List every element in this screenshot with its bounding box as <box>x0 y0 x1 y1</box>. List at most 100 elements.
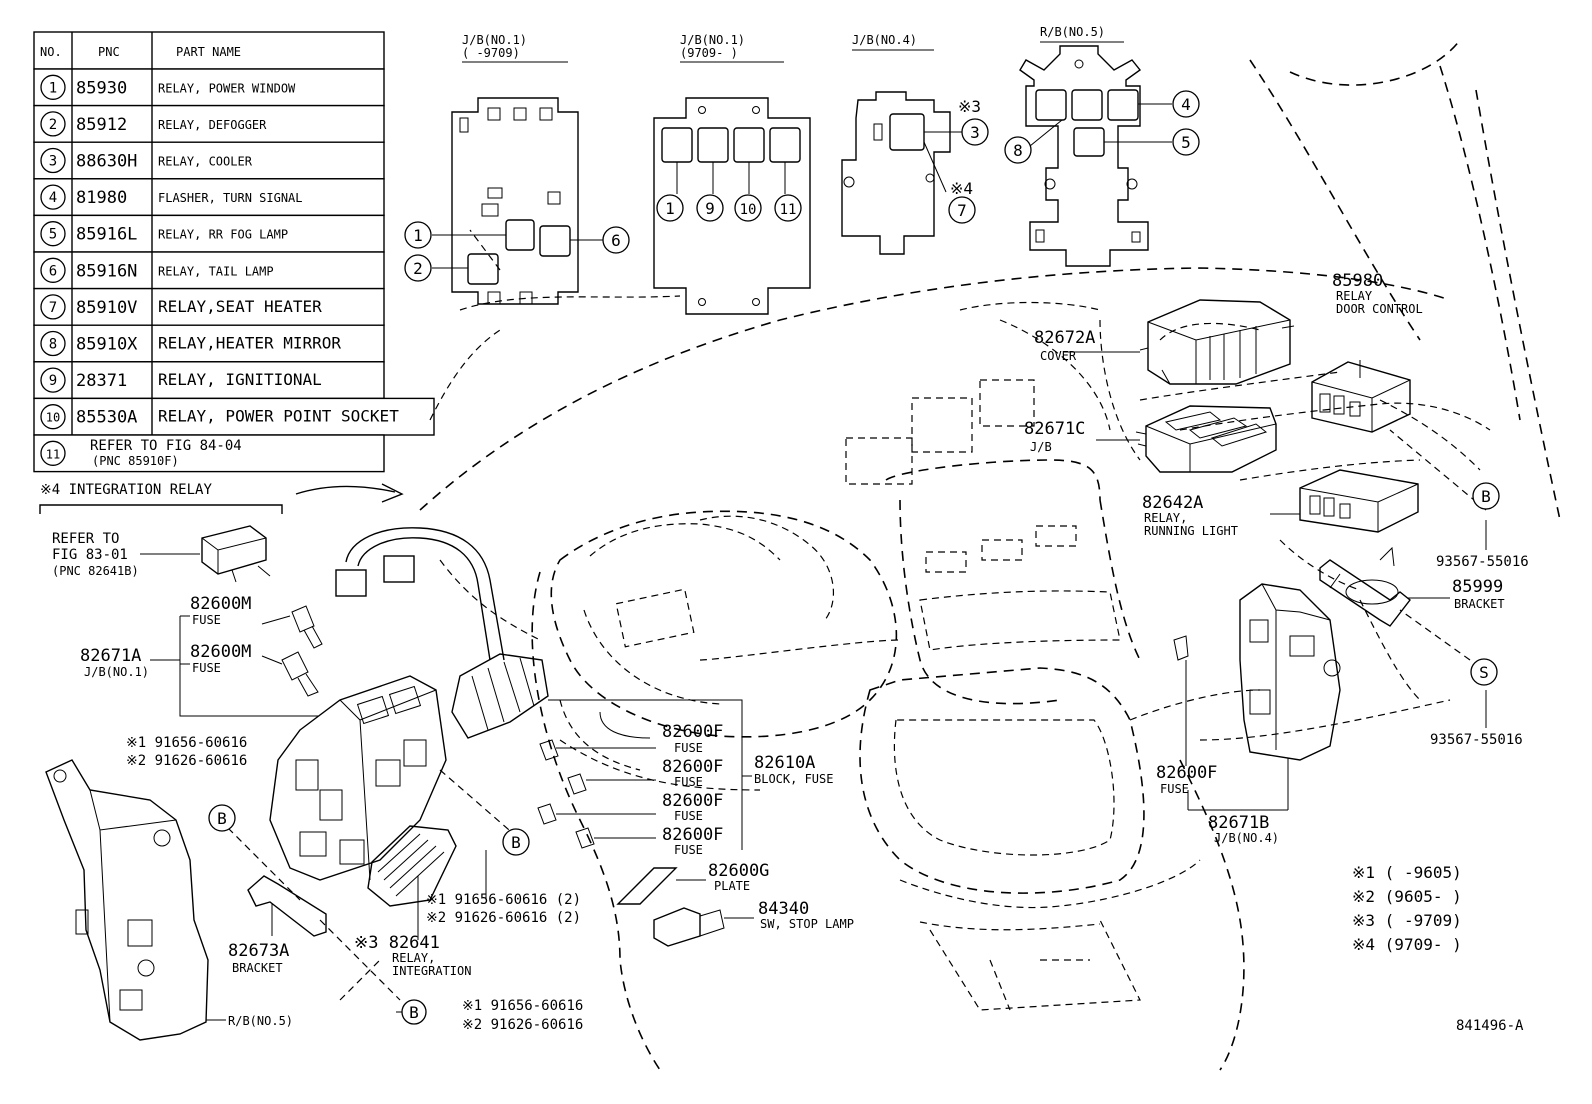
callout-number: 11 <box>780 202 797 218</box>
jb4-block: J/B(NO.4) ※3 ※4 <box>841 33 981 255</box>
label-82642a-name2: RUNNING LIGHT <box>1144 524 1238 538</box>
label-82641-name1: RELAY, <box>392 951 435 965</box>
table-row <box>33 397 435 436</box>
label-bolt-a-2: ※2 91626-60616 <box>126 753 247 769</box>
label-82672a-name: COVER <box>1040 349 1077 363</box>
label-bolt-b-2: ※2 91626-60616 (2) <box>426 910 581 926</box>
table-cell-part-name: RELAY,HEATER MIRROR <box>158 334 341 353</box>
table-cell-pnc: REFER TO FIG 84-04 <box>90 438 242 454</box>
table-row <box>33 287 385 326</box>
table-cell-part-name: RELAY,SEAT HEATER <box>158 297 322 316</box>
label-bolt-a-1: ※1 91656-60616 <box>126 735 247 751</box>
table-row <box>33 141 385 180</box>
table-cell-pnc: 81980 <box>76 188 127 208</box>
table-cell-part-name: FLASHER, TURN SIGNAL <box>158 191 303 205</box>
note-2: ※2 (9605- ) <box>1352 887 1462 906</box>
label-82610a-pnc: 82610A <box>754 753 815 773</box>
table-row <box>33 178 385 217</box>
label-82600m-1-name: FUSE <box>192 613 221 627</box>
callout-circle <box>1004 136 1032 164</box>
table-cell-part-name: RELAY, IGNITIONAL <box>158 370 322 389</box>
integration-relay-label: ※4 INTEGRATION RELAY <box>40 482 212 498</box>
label-82641-name2: INTEGRATION <box>392 964 471 978</box>
label-82600f-4-name: FUSE <box>674 843 703 857</box>
table-cell-pnc: 85930 <box>76 78 127 98</box>
table-cell-no: 6 <box>49 263 57 279</box>
table-cell-no: 10 <box>46 411 60 425</box>
callout-circle <box>404 221 432 249</box>
table-row <box>33 361 385 400</box>
label-82671b-pnc: 82671B <box>1208 813 1269 833</box>
label-82600f-1-pnc: 82600F <box>662 722 723 742</box>
callout-number: 4 <box>1181 95 1191 114</box>
label-rb5-lower: R/B(NO.5) <box>228 1014 293 1028</box>
leader-lines <box>150 351 1487 1021</box>
table-cell-pnc: 85530A <box>76 408 137 428</box>
label-82671a-pnc: 82671A <box>80 646 141 666</box>
bracket-82673a-drawing <box>247 875 327 937</box>
label-82673a-pnc: 82673A <box>228 941 289 961</box>
table-cell-no: 3 <box>49 154 57 170</box>
callout-circle <box>948 196 976 224</box>
label-82641-pnc: ※3 82641 <box>354 933 440 953</box>
label-82673a-name: BRACKET <box>232 961 283 975</box>
table-cell-no: 9 <box>49 373 57 389</box>
jb4-title: J/B(NO.4) <box>852 33 917 47</box>
label-82600g-pnc: 82600G <box>708 861 769 881</box>
table-cell-pnc: 88630H <box>76 152 137 172</box>
switch-84340-drawing <box>653 907 725 947</box>
label-82600m-2-name: FUSE <box>192 661 221 675</box>
table-row <box>33 251 385 290</box>
circle-b-right: B <box>1481 487 1491 506</box>
label-82672a-pnc: 82672A <box>1034 328 1095 348</box>
label-82600f-4-pnc: 82600F <box>662 825 723 845</box>
circle-b-center: B <box>511 833 521 852</box>
callout-number: 2 <box>413 259 423 278</box>
reference-circles: B S B B B <box>208 482 1500 1025</box>
callout-number: 10 <box>740 202 757 218</box>
callout-number: 1 <box>665 199 675 218</box>
table-row <box>33 214 385 253</box>
label-93567-b: 93567-55016 <box>1430 732 1523 748</box>
table-cell-no: 8 <box>49 337 57 353</box>
relay-85980-drawing <box>1311 361 1411 433</box>
callout-number: 3 <box>970 123 980 142</box>
table-cell-part-name: RELAY, COOLER <box>158 155 253 169</box>
jb4-mark-3: ※3 <box>958 97 981 116</box>
part-labels: 82672A COVER 82671C J/B 85980 RELAY DOOR… <box>80 271 1529 1033</box>
table-header-no: NO. <box>40 45 62 59</box>
jb1-new-block: J/B(NO.1) (9709- ) <box>653 33 811 315</box>
table-cell-no: 1 <box>49 80 57 96</box>
rb5-lower-drawing <box>45 759 209 1041</box>
table-header-part-name: PART NAME <box>176 45 241 59</box>
label-bolt-b-1: ※1 91656-60616 (2) <box>426 892 581 908</box>
cover-82672a-drawing <box>1139 299 1295 385</box>
figure-code: 841496-A <box>1456 1018 1524 1034</box>
table-cell-pnc: 85910V <box>76 298 137 318</box>
label-84340-pnc: 84340 <box>758 899 809 919</box>
table-cell-part-name: RELAY, POWER POINT SOCKET <box>158 407 399 426</box>
note-1: ※1 ( -9605) <box>1352 863 1462 882</box>
callout-number: 1 <box>413 226 423 245</box>
table-row <box>33 434 385 473</box>
plate-82600g-drawing <box>616 867 678 905</box>
callout-circle <box>961 118 989 146</box>
relay-82641-drawing <box>367 825 457 907</box>
label-82610a-name: BLOCK, FUSE <box>754 772 833 786</box>
table-cell-no: 7 <box>49 300 57 316</box>
jb-82671b-drawing <box>1173 583 1341 761</box>
callout-number: 5 <box>1181 133 1191 152</box>
label-82642a-pnc: 82642A <box>1142 493 1203 513</box>
label-82600f-1-name: FUSE <box>674 741 703 755</box>
label-82671c-name: J/B <box>1030 440 1052 454</box>
table-cell-part-name: RELAY, RR FOG LAMP <box>158 228 288 242</box>
label-84340-name: SW, STOP LAMP <box>760 917 854 931</box>
label-82600f-2-name: FUSE <box>674 775 703 789</box>
relay-82642a-drawing <box>1299 469 1419 533</box>
label-93567-a: 93567-55016 <box>1436 554 1529 570</box>
jb-82671a-drawing <box>269 675 447 881</box>
